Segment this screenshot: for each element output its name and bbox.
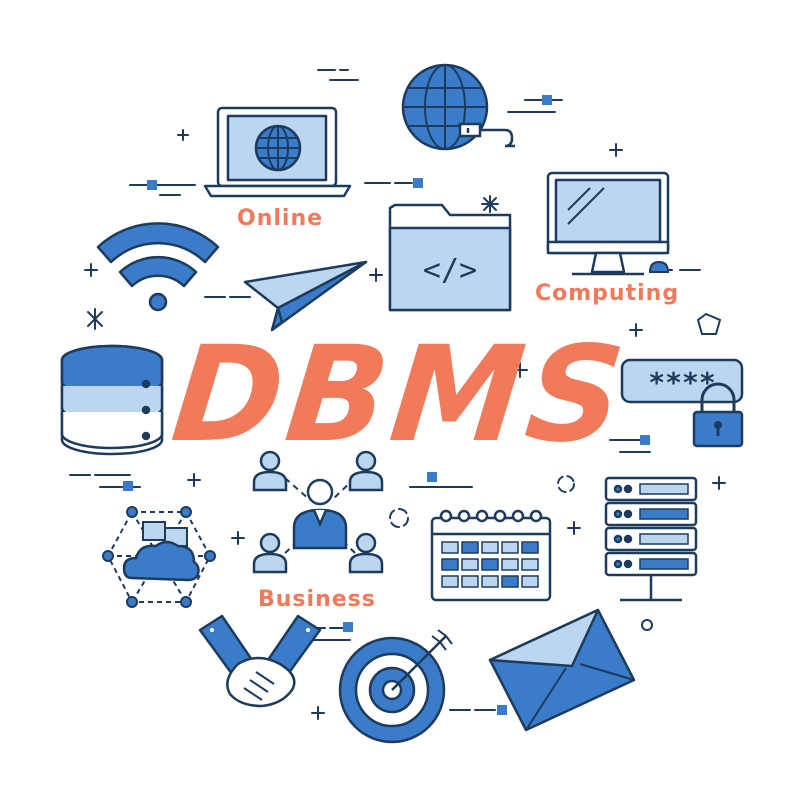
- label-computing: Computing: [535, 281, 680, 306]
- database-icon: [60, 344, 164, 456]
- label-business: Business: [258, 587, 376, 612]
- code-folder-icon: </>: [388, 203, 512, 312]
- label-online: Online: [237, 206, 324, 231]
- team-network-icon: [252, 450, 384, 574]
- calendar-icon: [430, 509, 552, 602]
- monitor-icon: [546, 171, 670, 276]
- server-rack-icon: [604, 476, 698, 602]
- code-symbol: </>: [423, 253, 477, 288]
- wifi-icon: [96, 222, 220, 312]
- handshake-icon: [198, 614, 322, 708]
- password-lock-icon: ****: [620, 358, 744, 448]
- globe-icon: [401, 63, 515, 151]
- page-title: DBMS: [165, 318, 635, 472]
- target-icon: [338, 629, 453, 744]
- envelope-icon: [488, 608, 636, 732]
- paper-plane-icon: [243, 260, 368, 332]
- mouse-icon: [648, 260, 670, 273]
- laptop-globe-icon: [203, 106, 352, 198]
- cloud-network-icon: [102, 506, 216, 608]
- decorations: [69, 69, 726, 720]
